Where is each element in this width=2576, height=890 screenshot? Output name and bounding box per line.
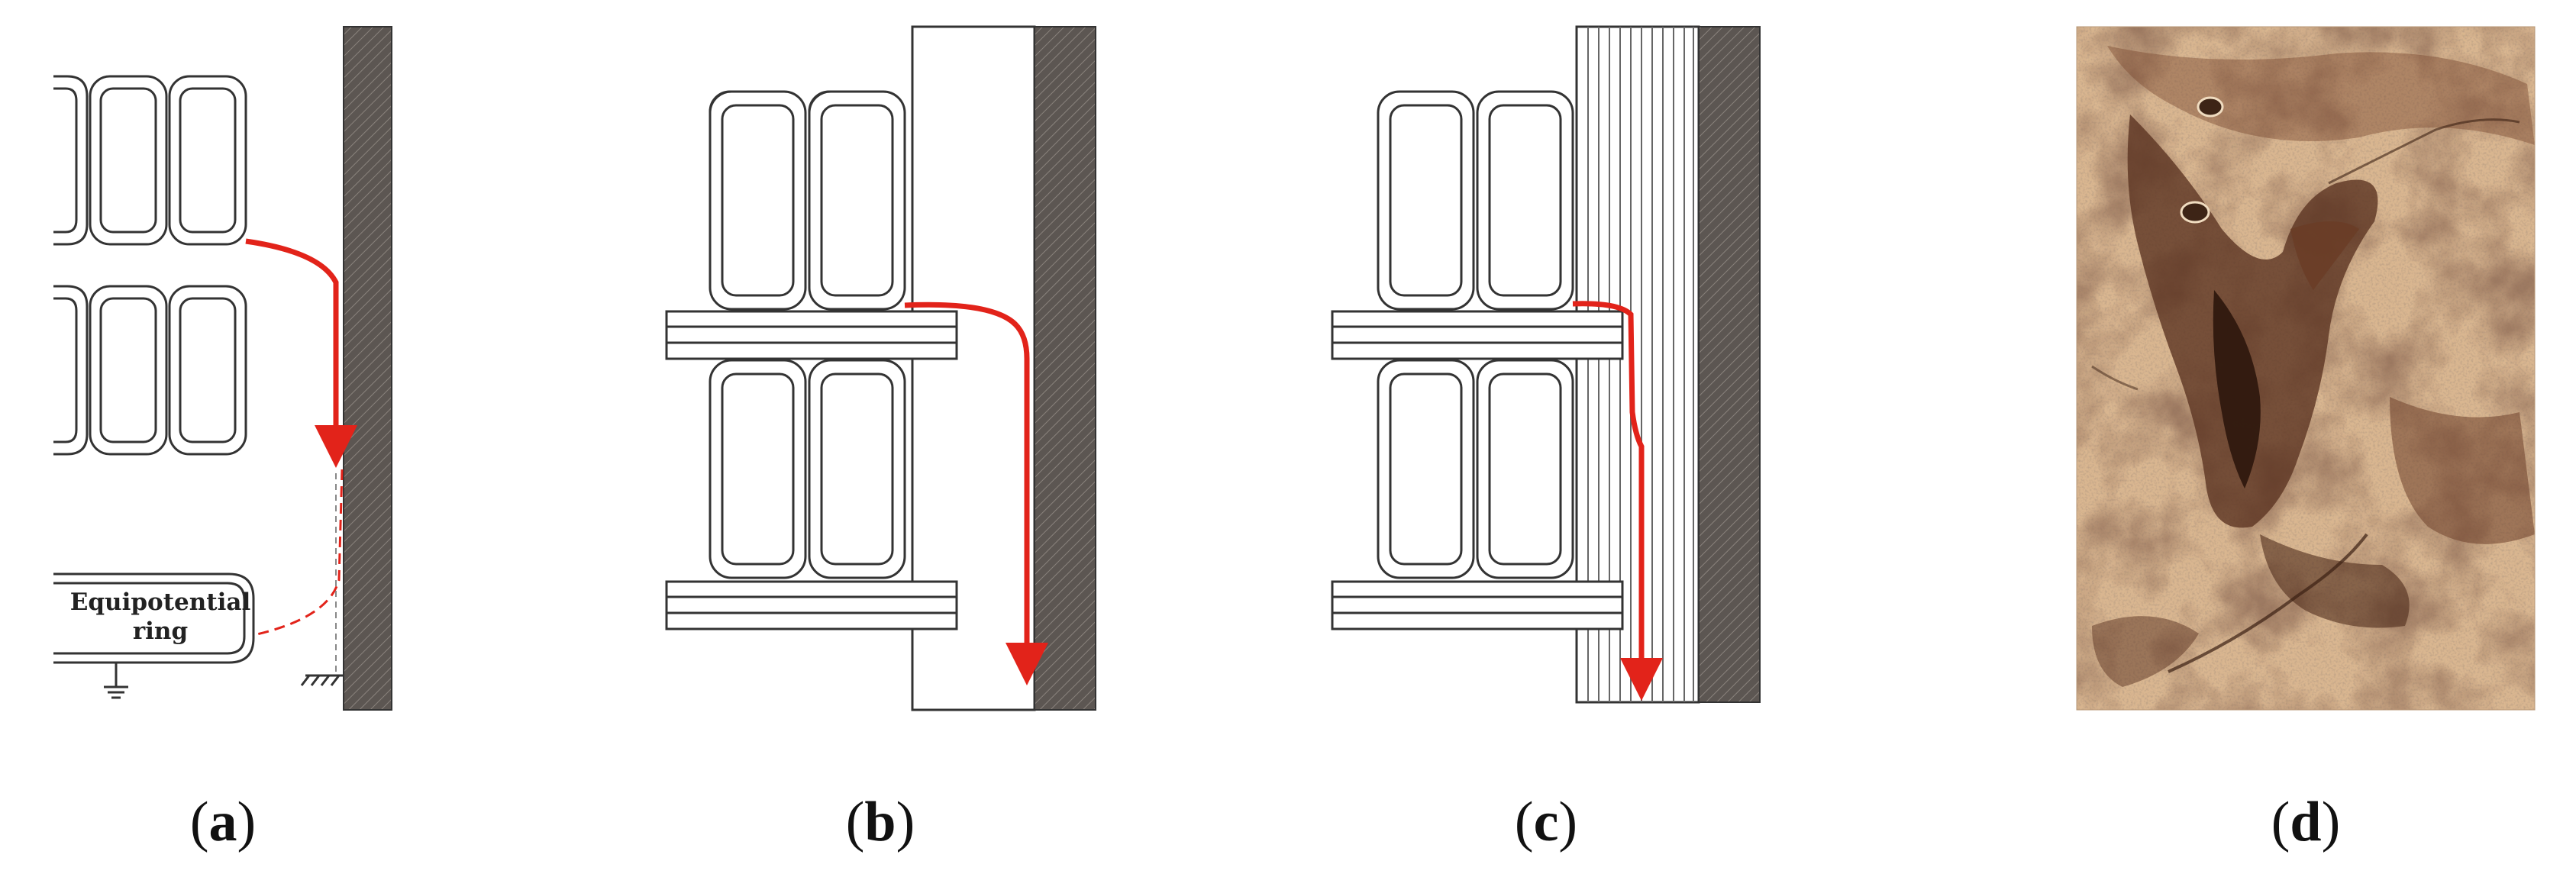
panel-a-coil-row-top (53, 75, 247, 246)
panel-a-current-arrow (245, 238, 357, 468)
panel-c-current-arrow (1572, 301, 1663, 701)
panel-b-spacer-bottom (665, 580, 958, 630)
equipotential-ring-box (53, 572, 255, 664)
caption-b: (b) (845, 791, 915, 853)
panel-c-spacer-top (1331, 310, 1624, 360)
caption-d-letter: d (2290, 791, 2322, 853)
panel-a-diagram (53, 26, 392, 711)
panel-c-spacer-bottom (1331, 580, 1624, 630)
panel-a-coil-row-bottom (53, 285, 247, 456)
panel-c-wall (1698, 26, 1761, 703)
caption-c-letter: c (1533, 791, 1559, 853)
panel-b-wall (1034, 26, 1096, 711)
caption-a: (a) (189, 791, 257, 853)
equipotential-ring-label: Equipotential ring (61, 588, 260, 646)
leakage-dashed-path (253, 469, 344, 637)
panel-b-diagram (665, 25, 1096, 711)
panel-c-diagram (1331, 25, 1761, 704)
panel-b-current-arrow (904, 302, 1048, 685)
ring-label-line2: ring (132, 618, 189, 645)
caption-d: (d) (2271, 791, 2341, 853)
caption-a-letter: a (208, 791, 237, 853)
caption-b-letter: b (864, 791, 896, 853)
wall-earth-symbol (300, 674, 344, 686)
caption-c: (c) (1514, 791, 1578, 853)
panel-a-wall (343, 26, 392, 711)
ring-label-line1: Equipotential (69, 588, 251, 616)
panel-d-tracking-photo (2077, 27, 2535, 710)
ground-symbol (104, 663, 128, 699)
panel-b-spacer-top (665, 310, 958, 360)
